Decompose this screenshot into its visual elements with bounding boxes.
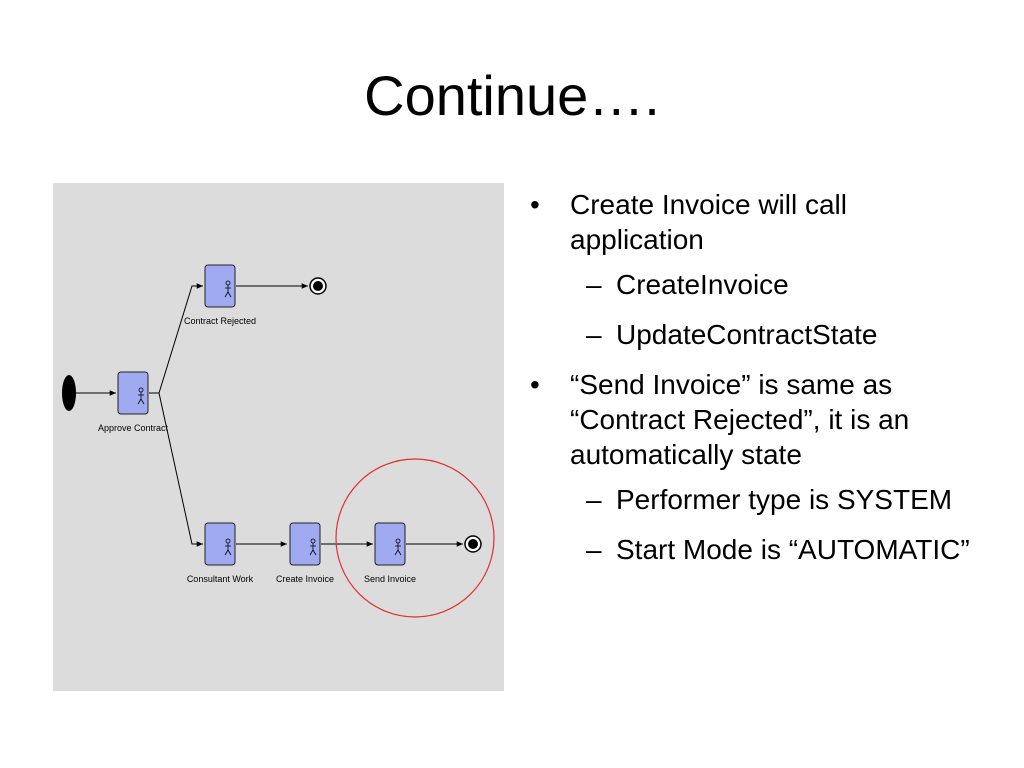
highlight-circle [335,458,495,618]
bullet-list: • Create Invoice will call application –… [530,187,980,582]
node-label-create-invoice: Create Invoice [276,574,334,584]
bullet-text-1: Create Invoice will call application [570,189,847,255]
node-contract-rejected [204,264,236,308]
end-node-top [309,277,327,295]
sub-bullet-2-2: – Start Mode is “AUTOMATIC” [530,532,980,567]
workflow-diagram-svg: Approve Contract Contract Rejected Consu… [62,264,495,618]
bullet-marker: • [530,189,540,220]
sub-bullet-1-2: – UpdateContractState [530,317,980,352]
bullet-item-2: • “Send Invoice” is same as “Contract Re… [530,367,980,472]
sub-bullet-text-1-1: CreateInvoice [616,269,789,300]
node-label-approve-contract: Approve Contract [98,423,169,433]
sub-bullet-2-1: – Performer type is SYSTEM [530,482,980,517]
bullet-item-1: • Create Invoice will call application [530,187,980,257]
bullet-text-2: “Send Invoice” is same as “Contract Reje… [570,369,910,470]
bullet-marker: • [530,369,540,400]
dash-marker: – [586,484,602,515]
end-node-bottom [464,535,482,553]
workflow-diagram: Approve Contract Contract Rejected Consu… [53,183,504,691]
node-approve-contract [117,371,149,415]
node-create-invoice [289,522,321,566]
slide-title: Continue…. [364,64,660,127]
node-label-send-invoice: Send Invoice [364,574,416,584]
edge-approve-rejected [158,283,203,394]
sub-bullet-text-2-2: Start Mode is “AUTOMATIC” [616,534,970,565]
node-label-consultant-work: Consultant Work [187,574,254,584]
sub-bullet-1-1: – CreateInvoice [530,267,980,302]
sub-bullet-text-2-1: Performer type is SYSTEM [616,484,953,515]
node-consultant-work [204,522,236,566]
edge-approve-consultant [158,392,203,547]
start-node [62,375,76,411]
sub-bullet-text-1-2: UpdateContractState [616,319,878,350]
node-label-contract-rejected: Contract Rejected [184,316,256,326]
node-send-invoice [374,522,406,566]
dash-marker: – [586,534,602,565]
dash-marker: – [586,269,602,300]
dash-marker: – [586,319,602,350]
